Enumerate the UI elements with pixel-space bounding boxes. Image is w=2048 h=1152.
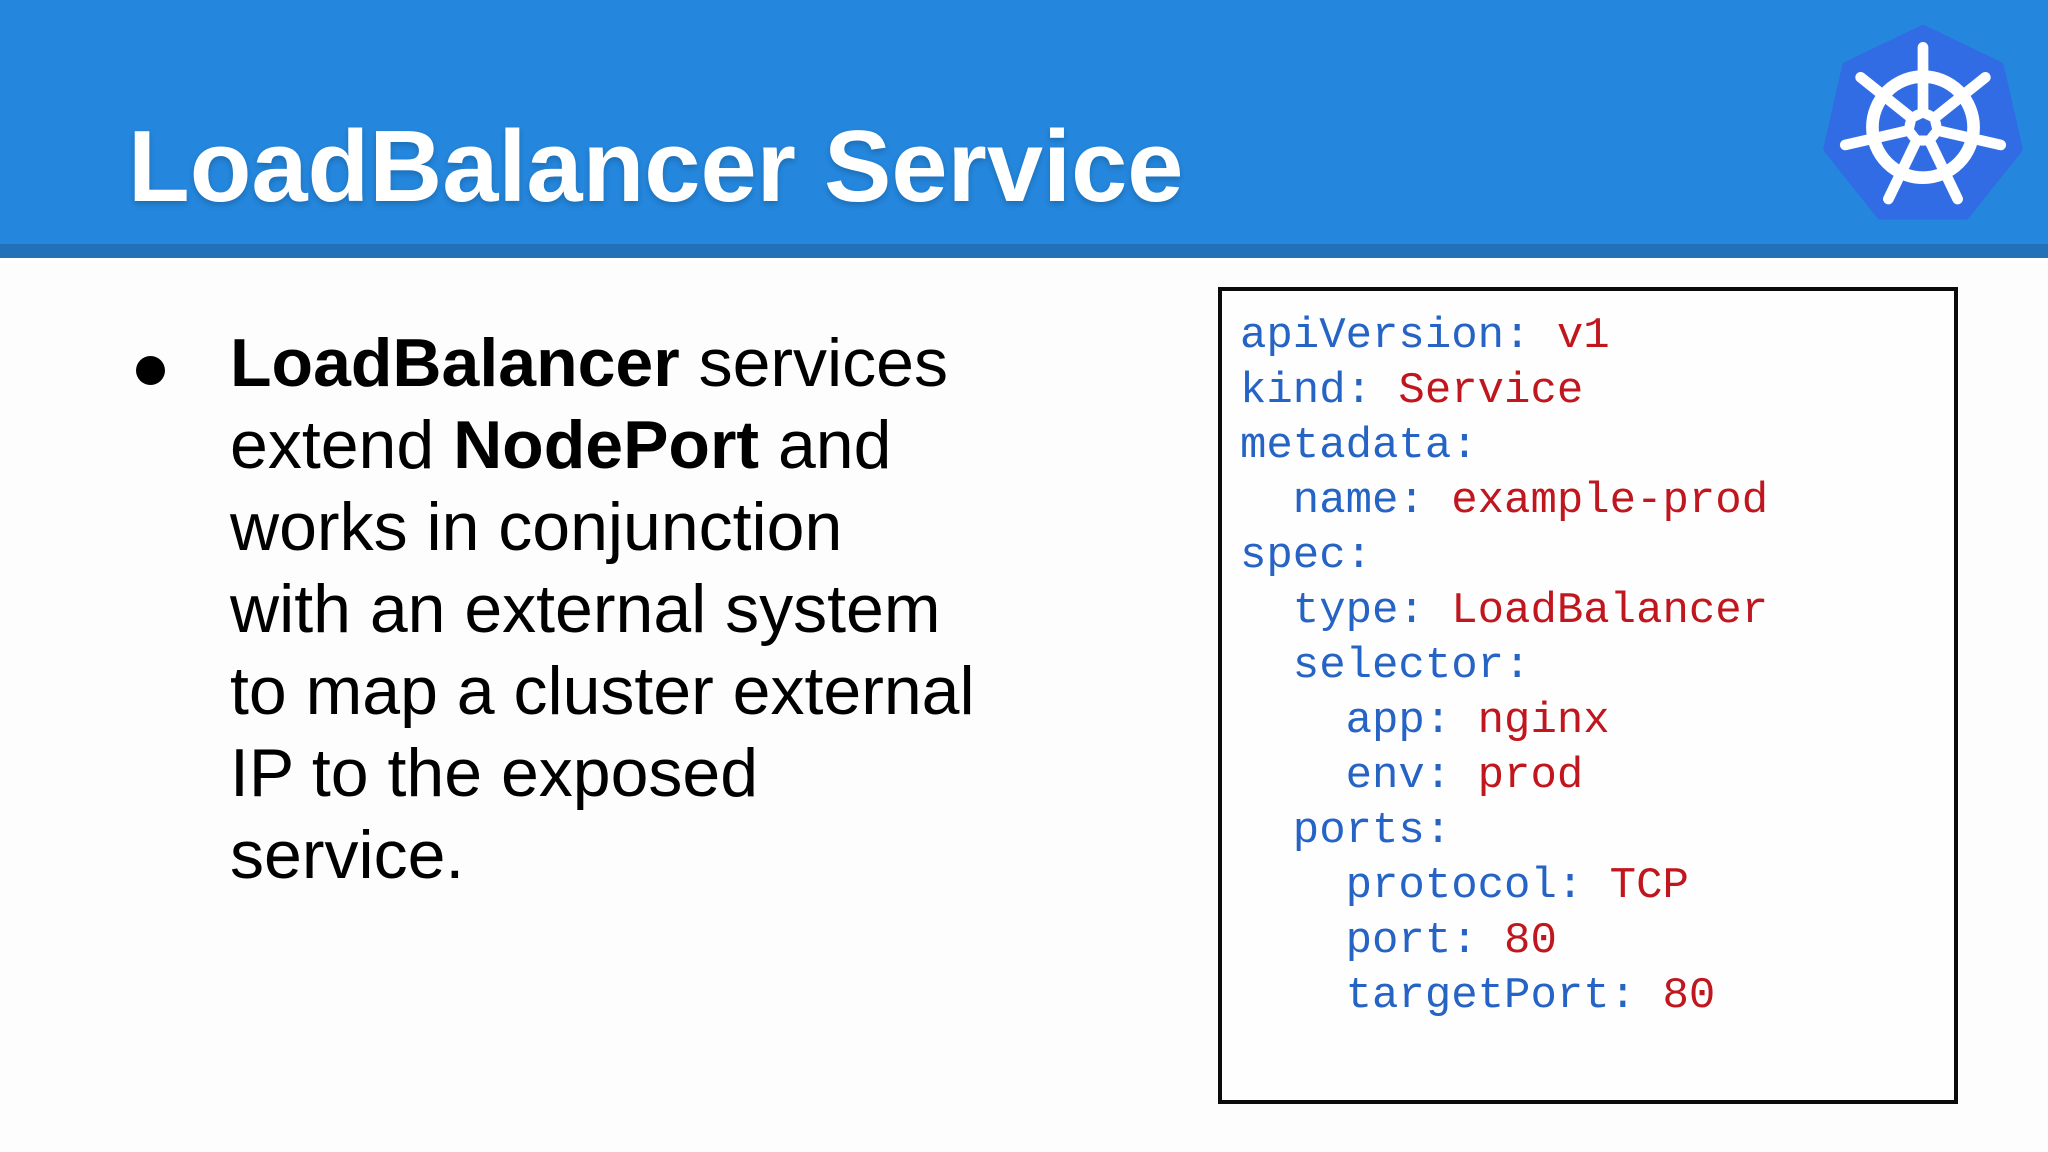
bullet-line: works in conjunction [230,489,843,565]
yaml-line: app: nginx [1240,696,1610,746]
yaml-line: type: LoadBalancer [1240,586,1769,636]
bullet-line: extend NodePort and [230,407,892,483]
yaml-line: port: 80 [1240,916,1557,966]
header-accent-stripe [0,244,2048,258]
yaml-line: apiVersion: v1 [1240,311,1610,361]
yaml-line: targetPort: 80 [1240,971,1716,1021]
bullet-line: to map a cluster external [230,653,975,729]
bullet-line: IP to the exposed [230,735,759,811]
slide-header: LoadBalancer Service [0,0,2048,244]
yaml-line: env: prod [1240,751,1584,801]
bullet-line: service. [230,817,465,893]
yaml-line: ports: [1240,806,1452,856]
bullet-line: with an external system [230,571,941,647]
yaml-line: spec: [1240,531,1373,581]
yaml-line: name: example-prod [1240,476,1769,526]
yaml-line: protocol: TCP [1240,861,1689,911]
yaml-line: kind: Service [1240,366,1584,416]
page-title: LoadBalancer Service [128,111,1184,223]
bullet-line: LoadBalancer services [230,325,948,401]
kubernetes-helm-icon [1823,25,2023,220]
bullet-icon [136,356,165,385]
yaml-line: metadata: [1240,421,1478,471]
yaml-line: selector: [1240,641,1531,691]
